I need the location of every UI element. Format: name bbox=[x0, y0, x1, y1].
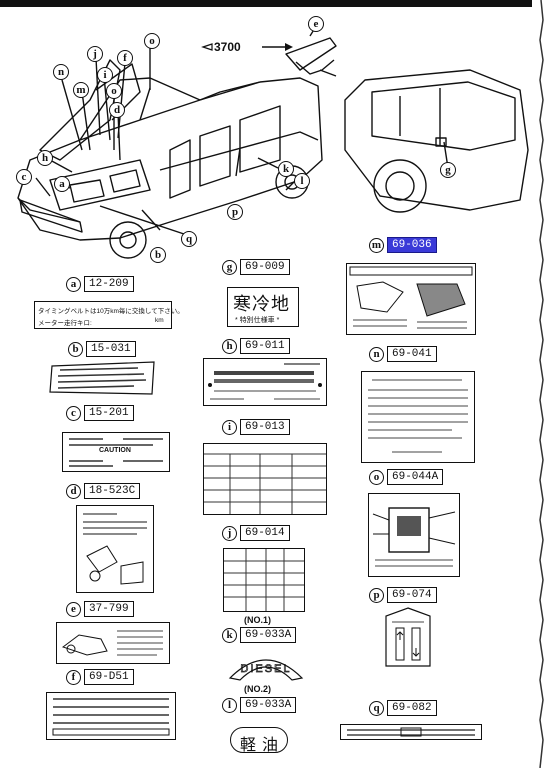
note-l: (NO.2) bbox=[244, 684, 271, 694]
page-edge bbox=[539, 0, 544, 768]
ref-b: b 15-031 bbox=[68, 341, 136, 357]
ref-l: l 69-033A bbox=[222, 697, 297, 713]
part-number: 37-799 bbox=[84, 601, 134, 617]
label-m-image bbox=[346, 263, 476, 335]
ref-d: d 18-523C bbox=[66, 483, 141, 499]
callout-o: o bbox=[106, 83, 122, 99]
part-number: 69-011 bbox=[240, 338, 290, 354]
ref-letter: a bbox=[66, 276, 81, 292]
ref-letter: o bbox=[369, 469, 384, 485]
ref-m[interactable]: m 69-036 bbox=[369, 237, 437, 253]
label-k-image: DIESEL bbox=[228, 659, 304, 681]
label-f-image bbox=[46, 692, 176, 740]
label-n-image bbox=[361, 371, 475, 463]
callout-d: d bbox=[109, 102, 125, 118]
ref-f: f 69-D51 bbox=[66, 669, 134, 685]
label-l-image: 軽油 bbox=[230, 727, 288, 754]
label-o-image bbox=[368, 493, 460, 577]
ref-p: p 69-074 bbox=[369, 587, 437, 603]
part-number: 15-201 bbox=[84, 405, 134, 421]
ref-letter: q bbox=[369, 700, 384, 716]
callout-q: q bbox=[181, 231, 197, 247]
ref-i: i 69-013 bbox=[222, 419, 290, 435]
part-number: 69-014 bbox=[240, 525, 290, 541]
part-number: 69-013 bbox=[240, 419, 290, 435]
label-h-image bbox=[203, 358, 327, 406]
part-number: 69-074 bbox=[387, 587, 437, 603]
ref-k: k 69-033A bbox=[222, 627, 297, 643]
part-number: 69-D51 bbox=[84, 669, 134, 685]
callout-h: h bbox=[37, 150, 53, 166]
ref-letter: p bbox=[369, 587, 384, 603]
ref-letter: n bbox=[369, 346, 384, 362]
label-a-image: タイミングベルトは10万km毎に交換して下さい。 メーター走行キロ: km bbox=[34, 301, 184, 329]
label-c-image: CAUTION bbox=[62, 432, 170, 472]
ref-letter: m bbox=[369, 237, 384, 253]
part-number: 69-009 bbox=[240, 259, 290, 275]
callout-f: f bbox=[117, 50, 133, 66]
callout-j: j bbox=[87, 46, 103, 62]
svg-text:DIESEL: DIESEL bbox=[240, 663, 291, 675]
header-bar bbox=[0, 0, 532, 7]
part-number: 15-031 bbox=[86, 341, 136, 357]
callout-k: k bbox=[278, 161, 294, 177]
callout-p-top: o bbox=[144, 33, 160, 49]
ref-c: c 15-201 bbox=[66, 405, 134, 421]
ref-letter: h bbox=[222, 338, 237, 354]
label-p-image bbox=[385, 607, 431, 667]
ref-h: h 69-011 bbox=[222, 338, 290, 354]
part-number-highlighted: 69-036 bbox=[387, 237, 437, 253]
label-e-image bbox=[56, 622, 170, 664]
callout-b: b bbox=[150, 247, 166, 263]
label-i-image bbox=[203, 443, 327, 515]
ref-n: n 69-041 bbox=[369, 346, 437, 362]
part-number: 69-033A bbox=[240, 627, 297, 643]
callout-n: n bbox=[53, 64, 69, 80]
ref-letter: g bbox=[222, 259, 237, 275]
ref-a: a 12-209 bbox=[66, 276, 134, 292]
ref-o: o 69-044A bbox=[369, 469, 444, 485]
label-b-image bbox=[49, 361, 155, 395]
callout-a: a bbox=[54, 176, 70, 192]
callout-i: i bbox=[97, 67, 113, 83]
label-q-image bbox=[340, 724, 482, 740]
part-number: 69-044A bbox=[387, 469, 444, 485]
ref-letter: b bbox=[68, 341, 83, 357]
jack-part-number: 3700 bbox=[214, 40, 241, 54]
ref-letter: d bbox=[66, 483, 81, 499]
ref-e: e 37-799 bbox=[66, 601, 134, 617]
part-number: 18-523C bbox=[84, 483, 141, 499]
ref-letter: i bbox=[222, 419, 237, 435]
callout-p: p bbox=[227, 204, 243, 220]
ref-letter: e bbox=[66, 601, 81, 617]
label-j-image bbox=[223, 548, 305, 612]
label-d-image bbox=[76, 505, 154, 593]
callout-c: c bbox=[16, 169, 32, 185]
ref-letter: c bbox=[66, 405, 81, 421]
ref-j: j 69-014 bbox=[222, 525, 290, 541]
note-k: (NO.1) bbox=[244, 615, 271, 625]
callout-m: m bbox=[73, 82, 89, 98]
ref-letter: f bbox=[66, 669, 81, 685]
part-number: 69-082 bbox=[387, 700, 437, 716]
part-number: 12-209 bbox=[84, 276, 134, 292]
callout-g: g bbox=[440, 162, 456, 178]
ref-letter: l bbox=[222, 697, 237, 713]
ref-letter: j bbox=[222, 525, 237, 541]
ref-q: q 69-082 bbox=[369, 700, 437, 716]
ref-g: g 69-009 bbox=[222, 259, 290, 275]
part-number: 69-041 bbox=[387, 346, 437, 362]
ref-letter: k bbox=[222, 627, 237, 643]
callout-e: e bbox=[308, 16, 324, 32]
callout-l: l bbox=[294, 173, 310, 189]
label-g-image: 寒冷地 * 特別仕様車 * bbox=[227, 287, 299, 327]
part-number: 69-033A bbox=[240, 697, 297, 713]
